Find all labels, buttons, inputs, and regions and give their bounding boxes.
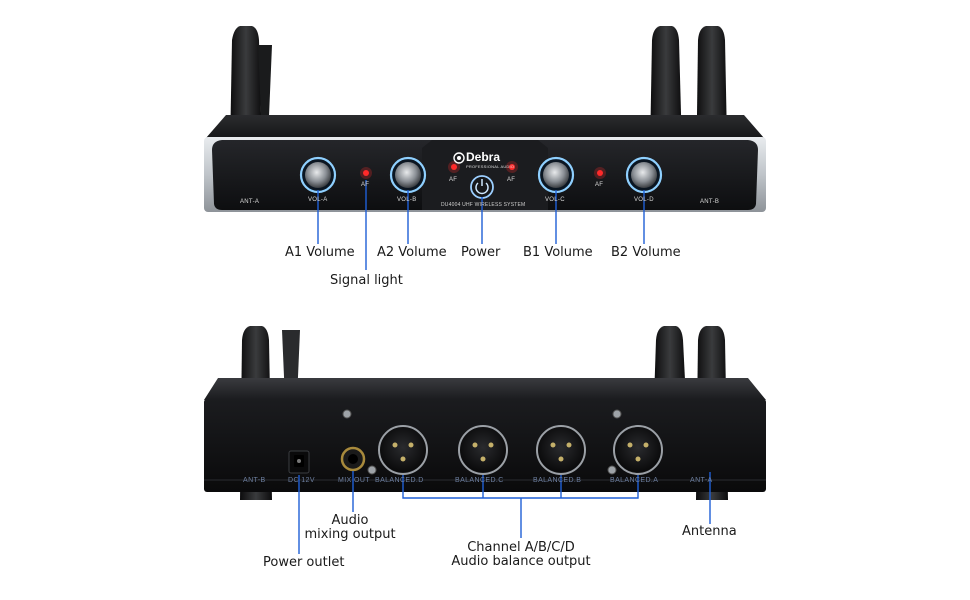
brand-name: Debra — [466, 150, 501, 164]
front-ant-right: ANT-B — [700, 199, 720, 205]
front-af-label-2: AF — [449, 177, 458, 183]
callout-a1-volume: A1 Volume — [285, 245, 355, 260]
xlr-connector-d-icon — [378, 425, 428, 475]
knob-vol-b — [389, 156, 427, 194]
mix-out-jack-icon — [340, 446, 366, 472]
knob-vol-d — [625, 156, 663, 194]
dc-power-jack-icon — [288, 450, 310, 474]
rear-label-mix-out: MIX OUT — [338, 477, 370, 484]
rear-label-dc12v: DC 12V — [288, 477, 315, 484]
rear-label-balanced-a: BALANCED.A — [610, 477, 659, 484]
screw-icon — [367, 465, 377, 475]
front-vol-b-label: VOL-B — [397, 197, 417, 203]
front-callout-lines — [317, 180, 645, 270]
callout-a2-volume: A2 Volume — [377, 245, 447, 260]
rear-label-ant-b: ANT-B — [243, 477, 266, 484]
rear-label-ant-a: ANT-A — [690, 477, 713, 484]
screw-icon — [342, 409, 352, 419]
front-vol-a-label: VOL-A — [308, 197, 328, 203]
callout-channel-audio-balance: Channel A/B/C/D Audio balance output — [446, 541, 596, 569]
rear-receiver: ANT-B DC 12V MIX OUT BALANCED.D BALANCED… — [0, 300, 970, 600]
callout-audio-mixing-line-2: mixing output — [304, 527, 396, 542]
xlr-connector-b-icon — [536, 425, 586, 475]
callout-channel-line-2: Audio balance output — [451, 554, 591, 569]
rear-callout-lines — [298, 471, 711, 554]
front-af-label-1: AF — [361, 182, 370, 188]
callout-power-outlet: Power outlet — [263, 555, 345, 570]
callout-channel-line-1: Channel A/B/C/D — [467, 540, 575, 555]
brand-logo-icon — [453, 152, 465, 164]
xlr-connector-c-icon — [458, 425, 508, 475]
front-vol-d-label: VOL-D — [634, 197, 654, 203]
knob-vol-c — [537, 156, 575, 194]
callout-audio-mixing-output: Audio mixing output — [300, 514, 400, 542]
front-vol-c-label: VOL-C — [545, 197, 565, 203]
screw-icon — [612, 409, 622, 419]
screw-icon — [607, 465, 617, 475]
front-receiver: ANT-A ANT-B VOL-A VOL-B VOL-C VOL-D AF A… — [204, 26, 766, 288]
rear-label-balanced-c: BALANCED.C — [455, 477, 504, 484]
model-name: DU4004 UHF WIRELESS SYSTEM — [441, 202, 526, 208]
callout-antenna: Antenna — [682, 524, 737, 539]
callout-b2-volume: B2 Volume — [611, 245, 681, 260]
callout-power: Power — [461, 245, 501, 260]
led-af-3 — [509, 164, 515, 170]
brand-subtitle: PROFESSIONAL AUDIO — [466, 164, 515, 169]
led-af-1 — [363, 170, 369, 176]
led-af-2 — [451, 164, 457, 170]
front-af-label-4: AF — [595, 182, 604, 188]
xlr-connector-a-icon — [613, 425, 663, 475]
front-af-label-3: AF — [507, 177, 516, 183]
front-ant-left: ANT-A — [240, 199, 260, 205]
knob-vol-a — [299, 156, 337, 194]
rear-label-balanced-b: BALANCED.B — [533, 477, 582, 484]
callout-b1-volume: B1 Volume — [523, 245, 593, 260]
callout-audio-mixing-line-1: Audio — [331, 513, 369, 528]
power-button-icon — [470, 175, 494, 199]
rear-label-balanced-d: BALANCED.D — [375, 477, 424, 484]
led-af-4 — [597, 170, 603, 176]
callout-signal-light: Signal light — [330, 273, 403, 288]
